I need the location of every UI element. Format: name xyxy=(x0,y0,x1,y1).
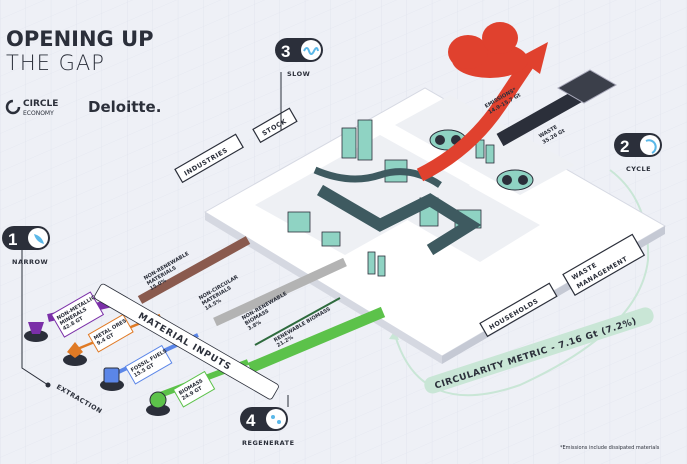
extraction-line xyxy=(21,248,49,386)
waste-flow xyxy=(496,88,584,147)
internal-flow xyxy=(316,184,482,256)
ore-icon xyxy=(67,342,83,358)
strategy-slow: 3 SLOW xyxy=(275,38,323,78)
strategy-cycle: 2 CYCLE xyxy=(614,133,662,173)
waste-zone xyxy=(395,95,575,195)
mineral-icon xyxy=(28,322,44,334)
cycle-arrow-icon xyxy=(645,139,657,154)
strategy-regenerate: 4 REGENERATE xyxy=(240,407,295,447)
svg-text:CIRCLE: CIRCLE xyxy=(23,99,58,109)
svg-text:4: 4 xyxy=(246,411,256,430)
svg-text:CYCLE: CYCLE xyxy=(626,165,651,173)
emissions-flow xyxy=(416,56,536,182)
flow-non-renewable-materials xyxy=(137,236,251,304)
circle-economy-logo: CIRCLE ECONOMY xyxy=(5,99,58,117)
title-line1: OPENING UP xyxy=(6,27,154,51)
emissions-cloud-icon xyxy=(448,22,528,78)
waste-heap-icon xyxy=(556,69,618,104)
arrow-icon xyxy=(518,42,548,74)
industry-buildings xyxy=(287,119,495,277)
wave-icon xyxy=(303,47,319,55)
leaf-drops-icon xyxy=(277,420,281,424)
water-drop-icon xyxy=(34,234,44,244)
svg-text:2: 2 xyxy=(620,137,629,156)
svg-text:SLOW: SLOW xyxy=(287,70,310,78)
footnote: *Emissions include dissipated materials xyxy=(560,445,660,451)
svg-text:REGENERATE: REGENERATE xyxy=(242,439,295,447)
fuel-can-icon xyxy=(103,367,120,384)
arrow-icon xyxy=(389,330,399,340)
title-line2: THE GAP xyxy=(6,51,105,75)
deloitte-logo: Deloitte. xyxy=(88,98,161,116)
svg-text:3: 3 xyxy=(281,42,290,61)
svg-text:ECONOMY: ECONOMY xyxy=(23,110,54,117)
flow-renewable-biomass xyxy=(247,306,386,374)
apple-icon xyxy=(149,391,167,409)
waste-treatment-tanks xyxy=(429,129,534,191)
flow-non-renewable-biomass xyxy=(254,297,341,346)
resource-icons xyxy=(24,322,170,416)
strategy-narrow: 1 NARROW xyxy=(2,226,50,266)
flow-non-circular-materials xyxy=(213,257,347,327)
svg-text:NARROW: NARROW xyxy=(12,258,48,266)
svg-text:1: 1 xyxy=(8,230,17,249)
